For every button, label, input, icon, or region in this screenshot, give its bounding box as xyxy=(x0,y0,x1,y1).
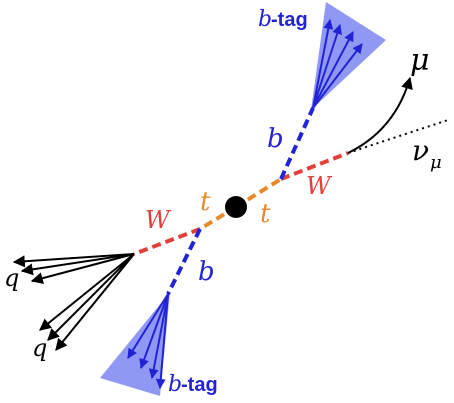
neutrino-symbol: ν xyxy=(412,134,429,167)
quark-fan-lower xyxy=(39,253,135,351)
label-neutrino: ν μ xyxy=(412,134,442,173)
b-line-upper xyxy=(279,107,315,180)
label-quark-lower: q xyxy=(32,334,47,362)
neutrino-subscript: μ xyxy=(430,152,442,173)
neutrino-track xyxy=(347,119,449,154)
btag-label-upper: b -tag xyxy=(258,7,308,32)
label-t-left: t xyxy=(200,187,211,217)
w-line-left xyxy=(133,227,201,256)
btag-upper-tag: -tag xyxy=(271,9,308,31)
upper-jet-arrows xyxy=(312,19,363,109)
label-muon: μ xyxy=(410,43,430,78)
b-line-lower xyxy=(166,228,202,295)
btag-label-lower: b -tag xyxy=(168,372,218,397)
label-b-lower: b xyxy=(198,257,215,287)
w-line-right xyxy=(280,151,349,181)
label-w-left: W xyxy=(145,206,172,234)
lower-jet-arrows xyxy=(127,293,169,389)
btag-lower-b: b xyxy=(168,372,182,397)
btag-lower-tag: -tag xyxy=(181,374,218,396)
production-vertex xyxy=(225,196,247,218)
muon-track xyxy=(347,76,413,154)
label-w-right: W xyxy=(306,172,333,200)
label-quark-upper: q xyxy=(4,264,19,292)
btag-upper-b: b xyxy=(258,7,272,32)
label-b-upper: b xyxy=(267,124,284,154)
quark-fan-upper xyxy=(12,253,135,285)
label-t-right: t xyxy=(260,199,271,229)
